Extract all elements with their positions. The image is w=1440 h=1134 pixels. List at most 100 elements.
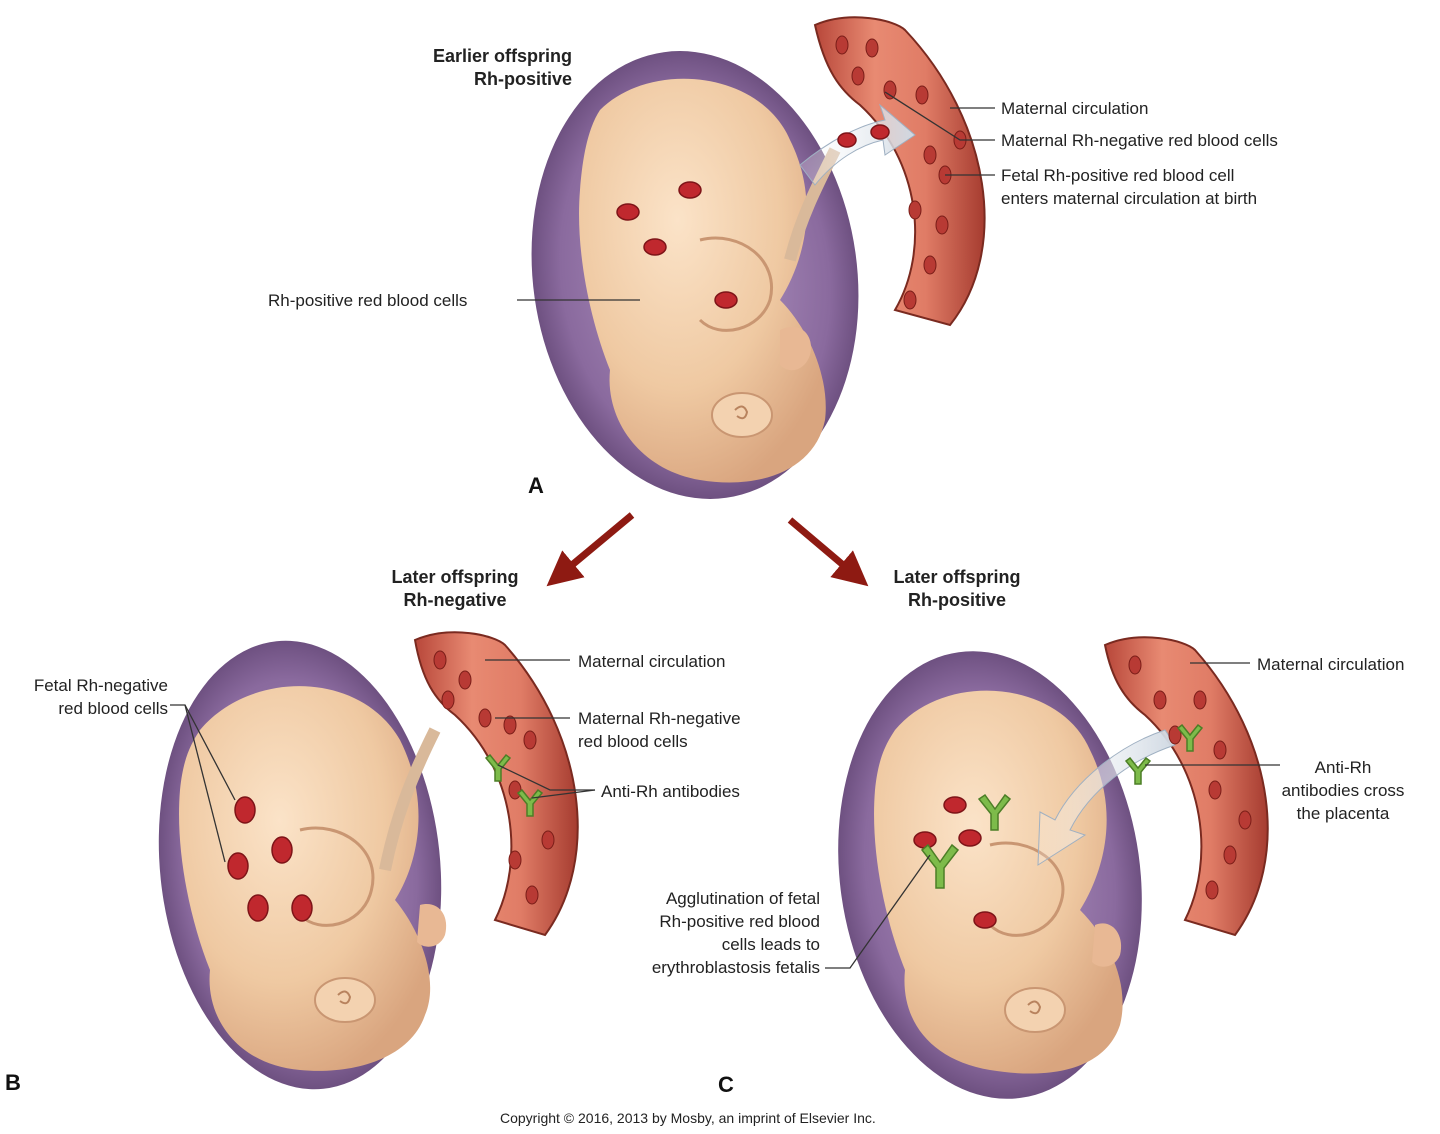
label-anti-rh-antibodies-b: Anti-Rh antibodies [601,782,740,801]
label-maternal-rh-negative-rbc-a: Maternal Rh-negative red blood cells [1001,131,1278,150]
flow-arrow-left [546,512,635,587]
rbc [923,145,937,165]
label-fetal-entry-line1: Fetal Rh-positive red blood cell [1001,166,1235,185]
panel-c-heading-line2: Rh-positive [907,590,1006,610]
label-agglutination-line2: Rh-positive red blood [659,912,820,931]
rbc [837,132,857,148]
copyright-notice: Copyright © 2016, 2013 by Mosby, an impr… [500,1110,876,1126]
maternal-vessel-a [813,16,986,327]
rbc [923,255,937,275]
fetus-c [874,690,1123,1074]
panel-c-illustration [838,636,1269,1099]
rbc [883,80,897,100]
panel-c-heading-line1: Later offspring [893,567,1021,587]
leader-lines-b [170,659,596,863]
rbc [958,829,982,847]
label-agglutination-line4: erythroblastosis fetalis [651,958,820,977]
label-antibodies-cross-line3: the placenta [1296,804,1390,823]
rbc [1193,690,1207,710]
rbc [903,290,917,310]
label-fetal-rh-negative-rbc: Fetal Rh-negative red blood cells [0,674,168,720]
rbc [1128,655,1142,675]
rbc [478,708,492,728]
label-fetal-entry-line2: enters maternal circulation at birth [1001,189,1258,208]
rbc [508,850,522,870]
rbc [508,780,522,800]
maternal-vessel-b [413,631,579,937]
rbc [913,831,937,849]
label-fetal-rh-negative-rbc-line1: Fetal Rh-negative [33,676,168,695]
label-agglutination-line3: cells leads to [721,935,820,954]
leader-lines-c [825,662,1280,969]
rbc [935,215,949,235]
rbc [1168,725,1182,745]
antibody-transfer-arrow-c [1037,729,1176,866]
umbilical-cord-b [379,727,441,872]
label-maternal-rh-negative-rbc-b: Maternal Rh-negative red blood cells [578,707,741,753]
rbc [1205,880,1219,900]
rbc [943,796,967,814]
rbc [835,35,849,55]
rbc [865,38,879,58]
rbc [523,730,537,750]
rbc [1213,740,1227,760]
rbc [525,885,539,905]
rbc [433,650,447,670]
leader-lines-a [517,91,995,301]
rbc [714,291,738,309]
label-rh-positive-rbc: Rh-positive red blood cells [268,291,468,310]
label-maternal-circulation-b: Maternal circulation [578,652,726,671]
panel-letter-a: A [528,473,544,498]
panel-b-illustration [158,631,579,1090]
rbc [870,124,890,140]
rbc [678,181,702,199]
panel-letter-b: B [5,1070,21,1095]
label-maternal-circulation-c: Maternal circulation [1257,655,1405,674]
flow-arrow-right [787,517,869,587]
rbc [643,238,667,256]
label-antibodies-cross: Anti-Rh antibodies cross the placenta [1278,756,1408,825]
rbc [503,715,517,735]
rbc [247,894,269,922]
antibody [516,788,544,817]
label-agglutination-line1: Agglutination of fetal [665,889,820,908]
rbc [541,830,555,850]
label-maternal-circulation-a: Maternal circulation [1001,99,1149,118]
rbc [271,836,293,864]
label-fetal-entry: Fetal Rh-positive red blood cell enters … [1001,164,1257,210]
label-agglutination: Agglutination of fetal Rh-positive red b… [600,887,820,979]
rbc [227,852,249,880]
label-antibodies-cross-line1: Anti-Rh [1314,758,1372,777]
panel-a-illustration [531,16,986,499]
rbc [616,203,640,221]
label-antibodies-cross-line2: antibodies cross [1281,781,1405,800]
label-fetal-rh-negative-rbc-line2: red blood cells [58,699,168,718]
fetus-b [179,686,431,1071]
transfer-arrow-a [799,103,916,186]
panel-a-heading-line1: Earlier offspring [432,46,572,66]
rbc [908,200,922,220]
rbc [1153,690,1167,710]
label-maternal-rh-negative-rbc-b-line1: Maternal Rh-negative [578,709,741,728]
panel-a-heading: Earlier offspring Rh-positive [392,45,572,91]
rbc [291,894,313,922]
rbc [234,796,256,824]
rbc [851,66,865,86]
rbc [915,85,929,105]
panel-a-heading-line2: Rh-positive [473,69,572,89]
label-maternal-rh-negative-rbc-b-line2: red blood cells [578,732,688,751]
rbc [1238,810,1252,830]
rbc [1223,845,1237,865]
panel-b-heading-line1: Later offspring [391,567,519,587]
rbc [1208,780,1222,800]
panel-b-heading-line2: Rh-negative [403,590,507,610]
panel-b-heading: Later offspring Rh-negative [360,566,550,612]
antibody [1176,723,1204,752]
rbc [458,670,472,690]
antibody [484,753,512,782]
fetus-a [579,78,826,483]
panel-c-heading: Later offspring Rh-positive [862,566,1052,612]
rbc [441,690,455,710]
antibody [1124,756,1152,785]
